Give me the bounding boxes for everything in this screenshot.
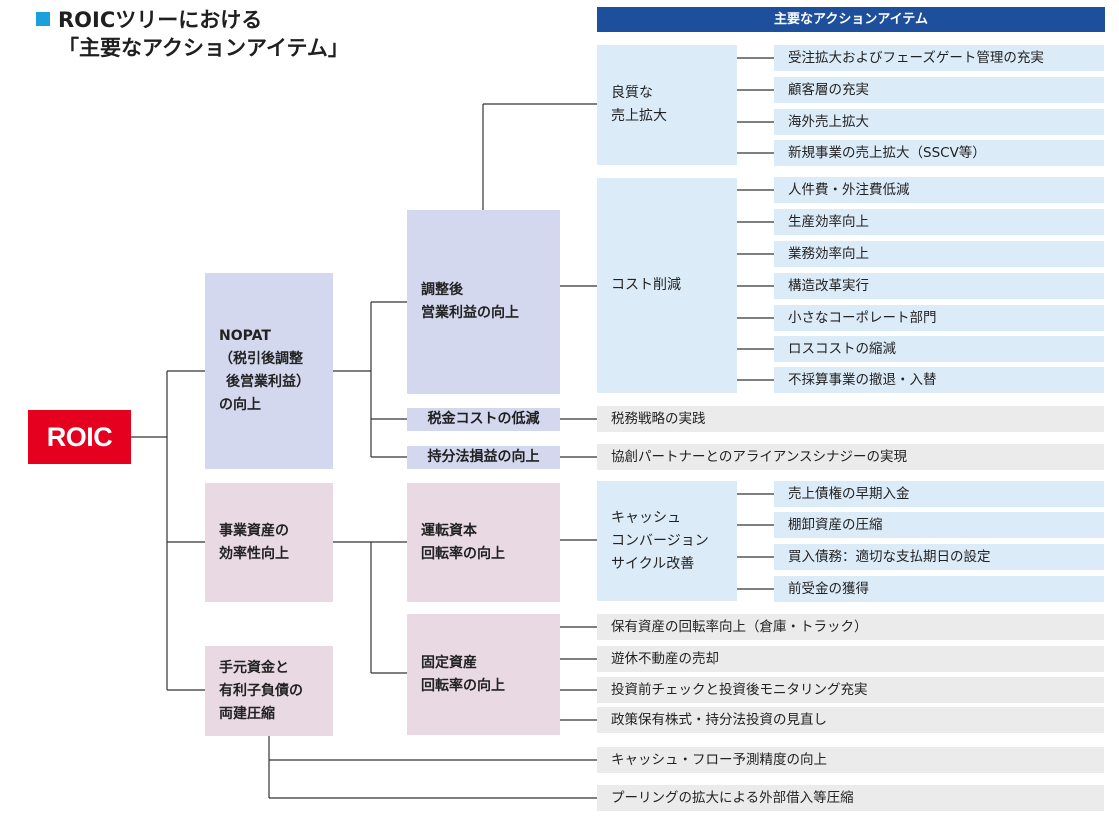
asset-line: 効率性向上 <box>219 545 289 562</box>
action-item: 生産効率向上 <box>774 209 1104 235</box>
action-item: ロスコストの縮減 <box>774 336 1104 362</box>
nopat-box: NOPAT （税引後調整 後営業利益） の向上 <box>205 273 333 469</box>
action-item: 前受金の獲得 <box>774 576 1104 602</box>
action-item: 投資前チェックと投資後モニタリング充実 <box>597 677 1104 703</box>
action-item: 税務戦略の実践 <box>597 406 1104 432</box>
action-item: 構造改革実行 <box>774 273 1104 299</box>
action-item: 小さなコーポレート部門 <box>774 305 1104 331</box>
action-item: 遊休不動産の売却 <box>597 646 1104 672</box>
action-item: 協創パートナーとのアライアンスシナジーの実現 <box>597 444 1104 470</box>
page-title: ROICツリーにおける 「主要なアクションアイテム」 <box>36 6 349 62</box>
action-item: 不採算事業の撤退・入替 <box>774 367 1104 393</box>
action-item: 顧客層の充実 <box>774 77 1104 103</box>
action-item: キャッシュ・フロー予測精度の向上 <box>597 747 1104 773</box>
category-ccc: キャッシュ コンバージョン サイクル改善 <box>597 481 737 601</box>
action-item: 新規事業の売上拡大（SSCV等） <box>774 140 1104 166</box>
nopat-line: の向上 <box>219 397 261 413</box>
cash-line: 有利子負債の <box>219 682 303 699</box>
op-profit-line: 営業利益の向上 <box>421 305 519 321</box>
cash-line: 両建圧縮 <box>219 705 275 722</box>
action-item: プーリングの拡大による外部借入等圧縮 <box>597 785 1104 811</box>
category-line: コンバージョン <box>611 532 709 549</box>
equity-income-box: 持分法損益の向上 <box>407 446 560 469</box>
title-line-2: 「主要なアクションアイテム」 <box>58 36 349 60</box>
fixed-line: 回転率の向上 <box>421 677 505 694</box>
action-item: 受注拡大およびフェーズゲート管理の充実 <box>774 45 1104 71</box>
category-line: 良質な <box>611 85 653 101</box>
action-item: 海外売上拡大 <box>774 109 1104 135</box>
cash-debt-box: 手元資金と 有利子負債の 両建圧縮 <box>205 646 333 736</box>
cash-line: 手元資金と <box>219 659 289 676</box>
action-item: 買入債務：適切な支払期日の設定 <box>774 544 1104 570</box>
tax-cost-box: 税金コストの低減 <box>407 408 560 431</box>
nopat-line: （税引後調整 <box>219 351 303 367</box>
fixed-asset-box: 固定資産 回転率の向上 <box>407 614 560 735</box>
action-item: 業務効率向上 <box>774 241 1104 267</box>
action-item: 売上債権の早期入金 <box>774 481 1104 507</box>
action-item: 保有資産の回転率向上（倉庫・トラック） <box>597 614 1104 640</box>
category-line: 売上拡大 <box>611 108 667 124</box>
action-item: 政策保有株式・持分法投資の見直し <box>597 707 1104 733</box>
fixed-line: 固定資産 <box>421 654 477 671</box>
category-quality-sales: 良質な 売上拡大 <box>597 45 737 165</box>
working-line: 運転資本 <box>421 522 477 539</box>
roic-root: ROIC <box>28 410 131 464</box>
title-line-1: ROICツリーにおける <box>58 8 263 32</box>
op-profit-line: 調整後 <box>421 282 463 298</box>
working-line: 回転率の向上 <box>421 545 505 562</box>
nopat-line: NOPAT <box>219 328 271 344</box>
op-profit-box: 調整後 営業利益の向上 <box>407 210 560 394</box>
action-items-header: 主要なアクションアイテム <box>597 7 1105 32</box>
title-square-icon <box>36 12 50 26</box>
category-line: コスト削減 <box>611 277 681 293</box>
category-line: キャッシュ <box>611 509 681 526</box>
action-item: 棚卸資産の圧縮 <box>774 512 1104 538</box>
asset-efficiency-box: 事業資産の 効率性向上 <box>205 483 333 602</box>
action-item: 人件費・外注費低減 <box>774 177 1104 203</box>
nopat-line: 後営業利益） <box>226 374 310 390</box>
working-capital-box: 運転資本 回転率の向上 <box>407 483 560 602</box>
category-line: サイクル改善 <box>611 555 695 572</box>
asset-line: 事業資産の <box>219 522 289 539</box>
category-cost-reduction: コスト削減 <box>597 178 737 393</box>
